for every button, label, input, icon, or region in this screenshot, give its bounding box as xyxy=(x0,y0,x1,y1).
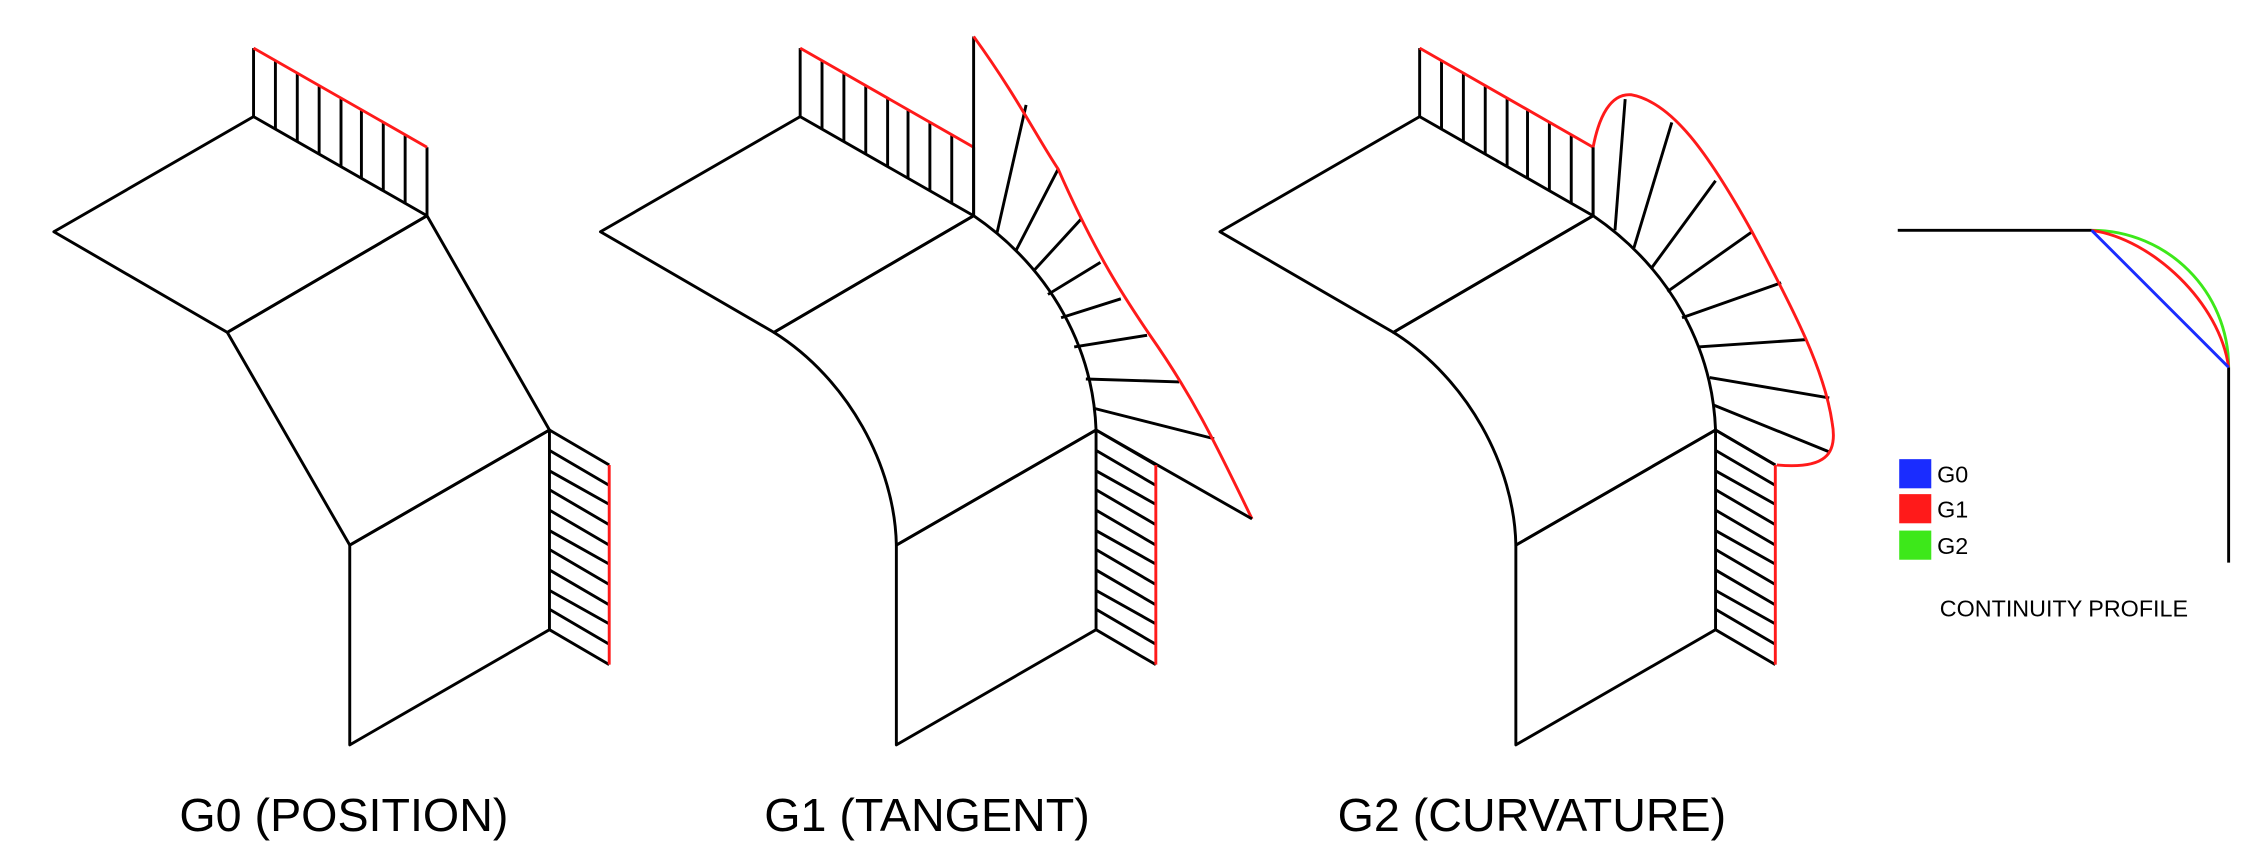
g1-caption: G1 (TANGENT) xyxy=(764,789,1090,841)
legend-label-g0: G0 xyxy=(1937,461,1968,487)
legend-swatch-g0 xyxy=(1899,459,1932,489)
profile-g0-chord xyxy=(2090,229,2230,369)
g2-caption: G2 (CURVATURE) xyxy=(1338,789,1727,841)
legend: G0 G1 G2 xyxy=(1899,459,1968,560)
g0-caption: G0 (POSITION) xyxy=(179,789,508,841)
g2-curvature-panel xyxy=(1218,46,1835,747)
g1-side-comb xyxy=(1095,428,1158,666)
g2-side-comb xyxy=(1714,428,1777,666)
profile-g2-curve xyxy=(2091,228,2231,368)
profile-title: CONTINUITY PROFILE xyxy=(1940,596,2188,622)
profile-g1-curve xyxy=(2091,228,2231,368)
g1-bottom-slab xyxy=(894,428,1098,747)
g1-tangent-panel xyxy=(599,35,1254,747)
g2-top-plate xyxy=(1218,115,1595,334)
g0-middle-slab xyxy=(225,214,551,547)
g1-curve-comb-curve xyxy=(972,35,1254,520)
g1-top-comb-curve xyxy=(799,46,975,149)
g0-top-plate xyxy=(52,115,429,334)
g2-top-comb-curve xyxy=(1418,46,1594,149)
g1-top-plate xyxy=(599,115,976,334)
g1-middle-slab xyxy=(772,214,1098,547)
legend-label-g1: G1 xyxy=(1937,496,1968,522)
legend-swatch-g1 xyxy=(1899,494,1932,524)
g0-top-comb-curve xyxy=(252,46,428,149)
g2-middle-slab xyxy=(1391,214,1718,547)
g0-side-comb xyxy=(548,428,611,666)
continuity-profile xyxy=(1897,228,2231,563)
legend-swatch-g2 xyxy=(1899,530,1932,560)
legend-label-g2: G2 xyxy=(1937,533,1968,559)
g0-bottom-slab xyxy=(348,428,551,747)
g1-curve-comb xyxy=(972,35,1254,521)
g0-position-panel xyxy=(52,46,611,747)
g0-top-comb xyxy=(252,46,429,216)
g1-top-comb xyxy=(798,46,976,216)
g2-bottom-slab xyxy=(1514,428,1718,747)
g2-curve-comb-curve xyxy=(1591,93,1835,468)
